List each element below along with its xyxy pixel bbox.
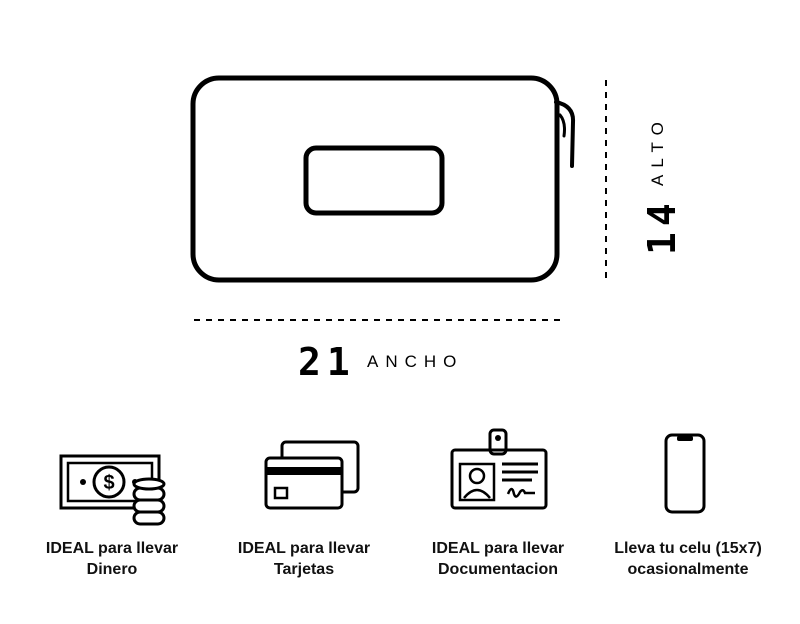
zipper-pull: [554, 100, 576, 168]
id-badge-icon: [450, 428, 548, 510]
feature-documents-caption: IDEAL para llevar Documentacion: [398, 538, 598, 580]
feature-phone-line1: Lleva tu celu (15x7): [614, 540, 762, 557]
pouch-label-patch: [303, 145, 445, 216]
feature-cards-line2: Tarjetas: [273, 561, 335, 578]
width-label: ANCHO: [367, 352, 464, 371]
height-value-wrap: 14: [640, 197, 684, 255]
feature-cards-line1: IDEAL para llevar: [237, 540, 371, 557]
feature-phone-caption: Lleva tu celu (15x7) ocasionalmente: [588, 538, 788, 580]
phone-icon: [664, 433, 706, 514]
money-icon: $: [59, 454, 166, 526]
feature-documents-line2: Documentacion: [437, 561, 558, 578]
height-label-wrap: ALTO: [648, 115, 668, 186]
feature-money-caption: IDEAL para llevar Dinero: [12, 538, 212, 580]
pouch-diagram: [190, 75, 607, 321]
cards-icon: [264, 440, 360, 510]
height-value: 14: [640, 197, 684, 255]
feature-phone-line2: ocasionalmente: [627, 561, 749, 578]
svg-text:$: $: [103, 472, 114, 494]
feature-cards-caption: IDEAL para llevar Tarjetas: [204, 538, 404, 580]
pouch-outline: [190, 75, 560, 283]
feature-documents-line1: IDEAL para llevar: [431, 540, 565, 557]
height-label: ALTO: [648, 115, 667, 186]
feature-money-line1: IDEAL para llevar: [45, 540, 179, 557]
width-value: 21: [298, 340, 356, 384]
feature-money-line2: Dinero: [86, 561, 138, 578]
